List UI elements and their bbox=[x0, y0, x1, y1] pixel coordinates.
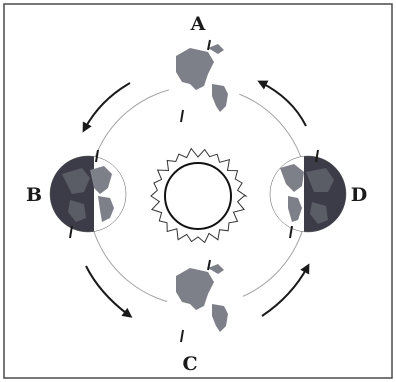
position-label-c: C bbox=[182, 353, 197, 375]
position-label-b: B bbox=[26, 184, 42, 206]
position-label-d: D bbox=[351, 184, 367, 206]
position-label-a: A bbox=[190, 13, 206, 35]
